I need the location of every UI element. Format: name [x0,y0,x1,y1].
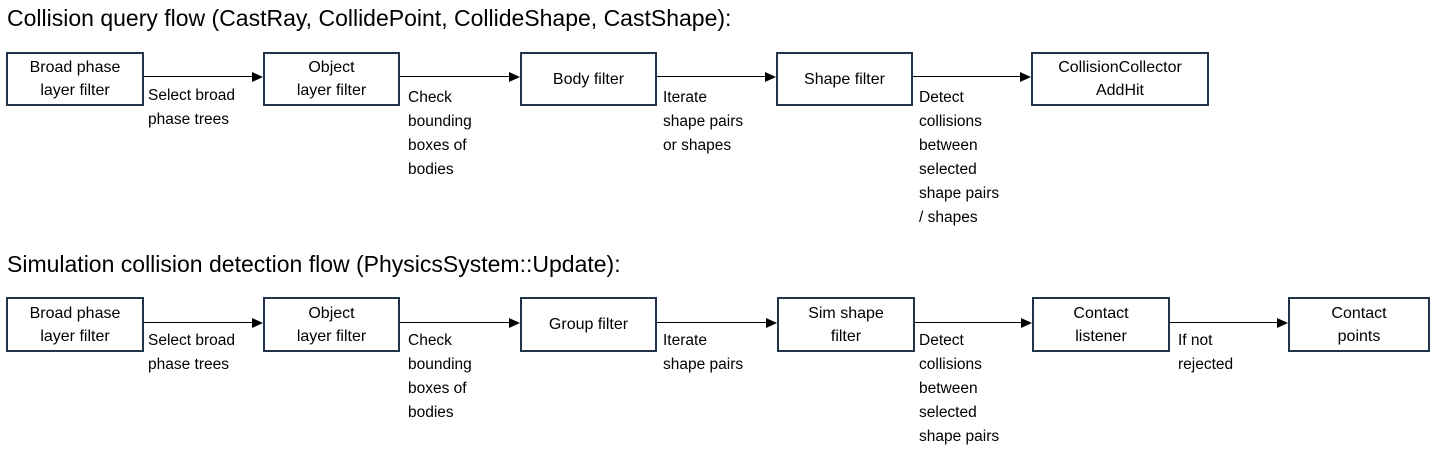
arrow-line [915,322,1024,324]
node-label: Sim shape filter [808,304,884,345]
edge-label-select-broad-phase-trees: Select broad phase trees [148,332,236,373]
arrowhead-icon [1021,318,1032,328]
node-label: Group filter [548,316,629,333]
collision-query-flow-title: Collision query flow (CastRay, CollidePo… [7,5,732,31]
arrowhead-icon [1277,318,1288,328]
node-label: Broad phase layer filter [29,304,121,345]
arrow-line [144,76,255,78]
node-group-filter: Group filter [520,297,657,352]
arrowhead-icon [252,72,263,82]
node-object-layer-filter: Object layer filter [263,52,400,106]
arrow-line [144,322,255,324]
node-label: Contact points [1331,304,1387,345]
arrow-line [657,76,768,78]
arrowhead-icon [766,318,777,328]
node-label: Object layer filter [296,304,367,345]
arrow-line [1170,322,1280,324]
simulation-collision-flow-title: Simulation collision detection flow (Phy… [7,251,621,277]
arrowhead-icon [765,72,776,82]
node-contact-points: Contact points [1288,297,1430,352]
edge-label-detect-collisions-query: Detect collisions between selected shape… [919,89,1000,226]
arrowhead-icon [509,318,520,328]
edge-label-select-broad-phase-trees: Select broad phase trees [148,87,236,128]
node-label: Contact listener [1073,304,1129,345]
edge-label-iterate-shape-pairs: Iterate shape pairs [663,332,744,373]
node-sim-shape-filter: Sim shape filter [777,297,915,352]
edge-label-iterate-shape-pairs-or-shapes: Iterate shape pairs or shapes [663,89,744,154]
arrowhead-icon [509,72,520,82]
node-label: Body filter [552,70,625,88]
arrow-line [913,76,1023,78]
node-body-filter: Body filter [520,52,657,106]
node-broad-phase-layer-filter: Broad phase layer filter [6,297,144,352]
edge-label-check-bounding-boxes: Check bounding boxes of bodies [408,89,472,178]
node-contact-listener: Contact listener [1032,297,1170,352]
node-broad-phase-layer-filter: Broad phase layer filter [6,52,144,106]
node-shape-filter: Shape filter [776,52,913,106]
arrowhead-icon [252,318,263,328]
node-label: Broad phase layer filter [29,59,121,99]
arrow-line [400,76,512,78]
arrow-line [657,322,769,324]
node-object-layer-filter: Object layer filter [263,297,400,352]
node-collision-collector-addhit: CollisionCollector AddHit [1031,52,1209,106]
node-label: Shape filter [804,70,885,88]
node-label: Object layer filter [296,59,367,99]
edge-label-if-not-rejected: If not rejected [1178,332,1234,373]
arrow-line [400,322,512,324]
arrowhead-icon [1020,72,1031,82]
edge-label-check-bounding-boxes: Check bounding boxes of bodies [408,332,472,421]
edge-label-detect-collisions-sim: Detect collisions between selected shape… [919,332,1000,445]
node-label: CollisionCollector AddHit [1058,59,1182,99]
